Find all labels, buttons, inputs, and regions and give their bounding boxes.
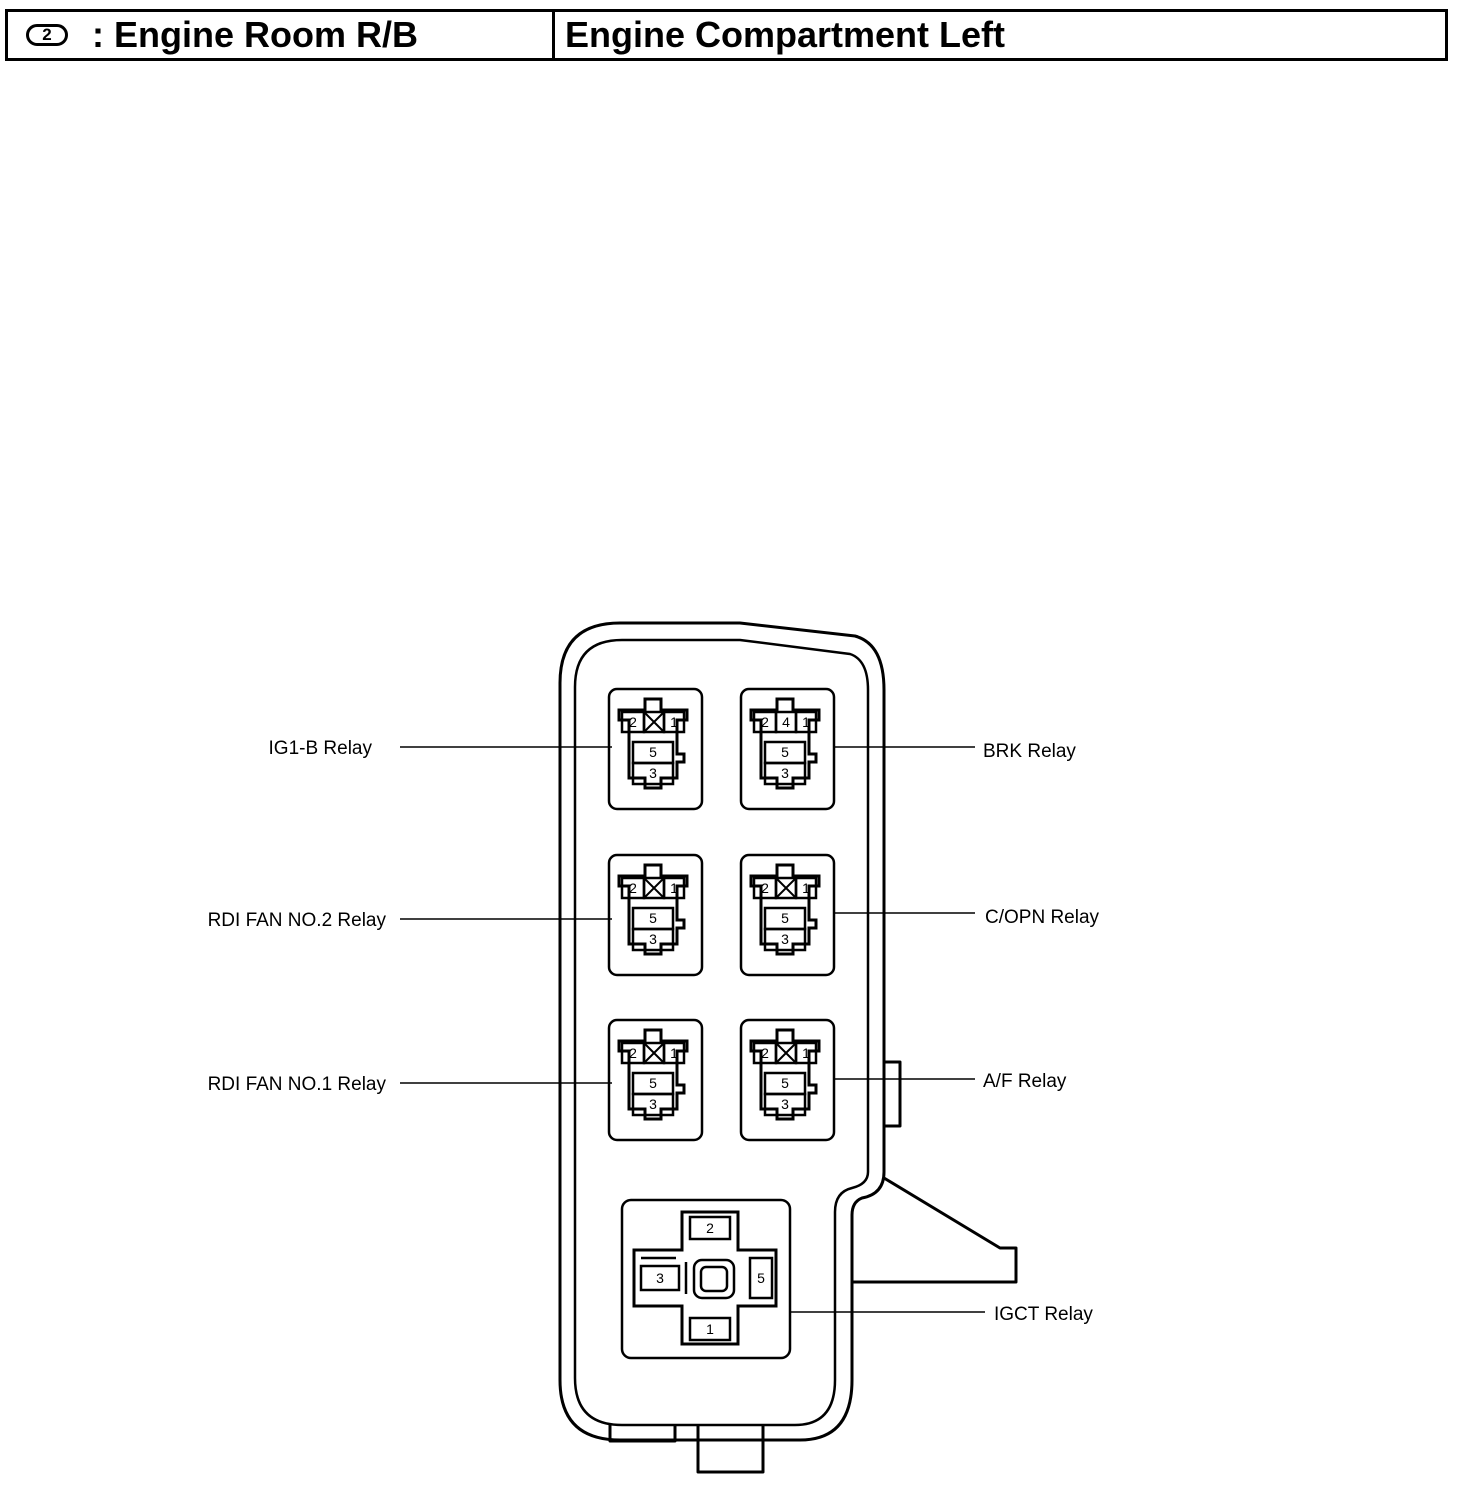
brk-relay-label: BRK Relay bbox=[983, 741, 1076, 762]
rdi-fan-no2-relay-socket: 2 15 3 bbox=[607, 853, 704, 977]
rdi1-pin-top-0: 2 bbox=[629, 1045, 637, 1061]
ig1b-socket-outline bbox=[607, 687, 704, 811]
brk-socket-outline bbox=[739, 687, 836, 811]
rdi1-blank-pin-cross bbox=[644, 1043, 664, 1063]
brk-pin-mid: 5 bbox=[781, 744, 789, 760]
af-relay-socket: 2 15 3 bbox=[739, 1018, 836, 1142]
ig1b-pin-top-2: 1 bbox=[670, 714, 678, 730]
af-socket-outline bbox=[739, 1018, 836, 1142]
copn-socket-outline bbox=[739, 853, 836, 977]
rdi-fan-no2-relay-label: RDI FAN NO.2 Relay bbox=[208, 910, 387, 931]
rdi2-pin-top-0: 2 bbox=[629, 880, 637, 896]
mounting-bracket bbox=[852, 1176, 1018, 1284]
location-title: Engine Compartment Left bbox=[565, 14, 1006, 55]
connector-header: 2 : Engine Room R/B Engine Compartment L… bbox=[5, 9, 1448, 61]
housing-bottom-connector bbox=[696, 1425, 765, 1474]
brk-pin-top-0: 2 bbox=[761, 714, 769, 730]
af-pin-top-2: 1 bbox=[802, 1045, 810, 1061]
relay-block-title: : Engine Room R/B bbox=[92, 14, 418, 55]
connector-number-badge: 2 bbox=[26, 24, 68, 46]
af-relay-label: A/F Relay bbox=[983, 1071, 1067, 1092]
ig1b-pin-bottom: 3 bbox=[649, 765, 657, 781]
housing-bottom-foot-left bbox=[608, 1425, 677, 1443]
ig1b-pin-top-0: 2 bbox=[629, 714, 637, 730]
rdi1-socket-outline bbox=[607, 1018, 704, 1142]
copn-pin-mid: 5 bbox=[781, 910, 789, 926]
ig1b-relay-socket: 2 15 3 bbox=[607, 687, 704, 811]
copn-pin-top-0: 2 bbox=[761, 880, 769, 896]
igct-pin-5: 5 bbox=[757, 1270, 765, 1286]
housing-inner-outline bbox=[573, 638, 870, 1427]
af-blank-pin-cross bbox=[776, 1043, 796, 1063]
rdi2-pin-mid: 5 bbox=[649, 910, 657, 926]
copn-pin-bottom: 3 bbox=[781, 931, 789, 947]
af-pin-mid: 5 bbox=[781, 1075, 789, 1091]
rdi1-pin-top-2: 1 bbox=[670, 1045, 678, 1061]
copn-blank-pin-cross bbox=[776, 878, 796, 898]
igct-pin-3: 3 bbox=[656, 1270, 664, 1286]
ig1b-relay-label: IG1-B Relay bbox=[269, 738, 373, 759]
ig1b-blank-pin-cross bbox=[644, 712, 664, 732]
ig1b-pin-mid: 5 bbox=[649, 744, 657, 760]
brk-pin-top-2: 1 bbox=[802, 714, 810, 730]
copn-relay-label: C/OPN Relay bbox=[985, 907, 1100, 928]
igct-relay-socket bbox=[620, 1198, 792, 1360]
rdi2-socket-outline bbox=[607, 853, 704, 977]
igct-pin-2: 2 bbox=[706, 1220, 714, 1236]
rdi2-blank-pin-cross bbox=[644, 878, 664, 898]
rdi-fan-no1-relay-socket: 2 15 3 bbox=[607, 1018, 704, 1142]
igct-pin-1: 1 bbox=[706, 1321, 714, 1337]
af-pin-top-0: 2 bbox=[761, 1045, 769, 1061]
rdi2-pin-bottom: 3 bbox=[649, 931, 657, 947]
housing-outer-outline bbox=[558, 621, 886, 1442]
rdi1-pin-bottom: 3 bbox=[649, 1096, 657, 1112]
rdi-fan-no1-relay-label: RDI FAN NO.1 Relay bbox=[208, 1074, 387, 1095]
copn-pin-top-2: 1 bbox=[802, 880, 810, 896]
header-left-cell: 2 : Engine Room R/B bbox=[8, 12, 555, 58]
brk-pin-top-1: 4 bbox=[782, 714, 790, 730]
rdi1-pin-mid: 5 bbox=[649, 1075, 657, 1091]
housing-side-tab bbox=[884, 1060, 902, 1128]
header-right-cell: Engine Compartment Left bbox=[555, 12, 1005, 58]
brk-pin-bottom: 3 bbox=[781, 765, 789, 781]
igct-relay-label: IGCT Relay bbox=[994, 1304, 1093, 1325]
rdi2-pin-top-2: 1 bbox=[670, 880, 678, 896]
af-pin-bottom: 3 bbox=[781, 1096, 789, 1112]
copn-relay-socket: 2 15 3 bbox=[739, 853, 836, 977]
